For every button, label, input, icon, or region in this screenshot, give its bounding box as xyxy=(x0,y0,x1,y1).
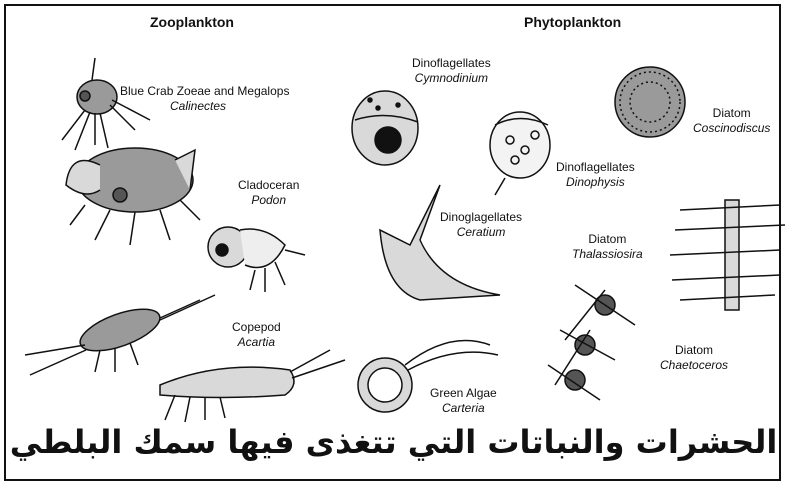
label-coscinodiscus-common: Diatom xyxy=(693,106,770,121)
label-dinophysis-common: Dinoflagellates xyxy=(556,160,635,175)
thalassiosira-illustration xyxy=(548,285,635,400)
label-cladoceran-scientific: Podon xyxy=(238,193,299,208)
label-gymnodinium-common: Dinoflagellates xyxy=(412,56,491,71)
arabic-caption: الحشرات والنباتات التي تتغذى فيها سمك ال… xyxy=(0,423,787,461)
megalops-illustration xyxy=(66,148,200,245)
label-thalassiosira-common: Diatom xyxy=(572,232,643,247)
label-copepod-common: Copepod xyxy=(232,320,281,335)
label-ceratium-scientific: Ceratium xyxy=(440,225,522,240)
label-coscinodiscus: Diatom Coscinodiscus xyxy=(693,106,770,136)
chaetoceros-illustration xyxy=(670,200,785,310)
label-coscinodiscus-scientific: Coscinodiscus xyxy=(693,121,770,136)
label-dinophysis-scientific: Dinophysis xyxy=(556,175,635,190)
label-chaetoceros-common: Diatom xyxy=(660,343,728,358)
label-blue-crab-scientific: Calinectes xyxy=(120,99,289,114)
coscinodiscus-illustration xyxy=(615,67,685,137)
label-gymnodinium-scientific: Cymnodinium xyxy=(412,71,491,86)
gymnodinium-illustration xyxy=(352,91,418,165)
label-cladoceran-common: Cladoceran xyxy=(238,178,299,193)
label-chaetoceros: Diatom Chaetoceros xyxy=(660,343,728,373)
label-thalassiosira-scientific: Thalassiosira xyxy=(572,247,643,262)
label-carteria-scientific: Carteria xyxy=(430,401,497,416)
label-dinophysis: Dinoflagellates Dinophysis xyxy=(556,160,635,190)
podon-illustration xyxy=(208,227,305,292)
heading-phytoplankton: Phytoplankton xyxy=(524,14,621,30)
label-blue-crab-common: Blue Crab Zoeae and Megalops xyxy=(120,84,289,99)
label-ceratium: Dinoglagellates Ceratium xyxy=(440,210,522,240)
heading-zooplankton: Zooplankton xyxy=(150,14,234,30)
ceratium-illustration xyxy=(380,185,500,300)
dinophysis-illustration xyxy=(490,112,550,195)
label-copepod-scientific: Acartia xyxy=(232,335,281,350)
label-gymnodinium: Dinoflagellates Cymnodinium xyxy=(412,56,491,86)
label-carteria: Green Algae Carteria xyxy=(430,386,497,416)
label-carteria-common: Green Algae xyxy=(430,386,497,401)
label-cladoceran: Cladoceran Podon xyxy=(238,178,299,208)
copepod-upper-illustration xyxy=(25,295,215,375)
label-thalassiosira: Diatom Thalassiosira xyxy=(572,232,643,262)
label-ceratium-common: Dinoglagellates xyxy=(440,210,522,225)
copepod-lower-illustration xyxy=(160,350,345,422)
label-chaetoceros-scientific: Chaetoceros xyxy=(660,358,728,373)
label-blue-crab: Blue Crab Zoeae and Megalops Calinectes xyxy=(120,84,289,114)
label-copepod: Copepod Acartia xyxy=(232,320,281,350)
